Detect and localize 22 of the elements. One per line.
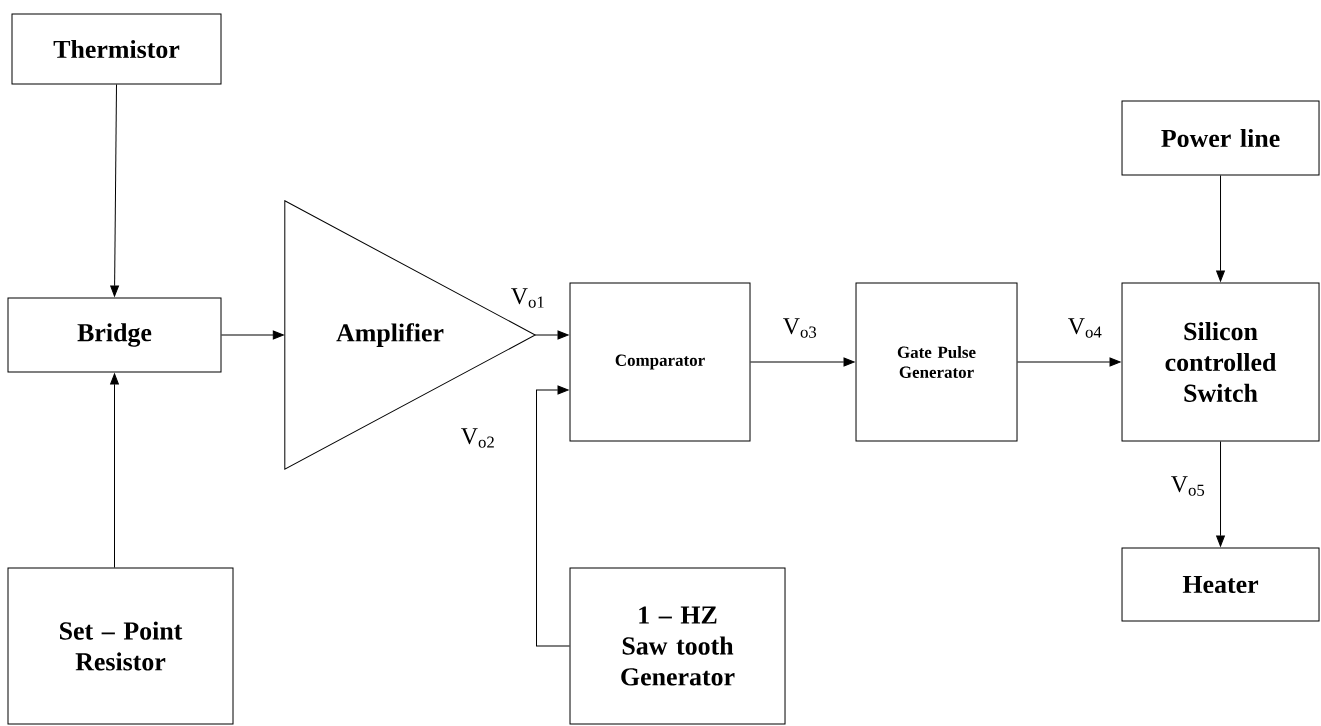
arrow <box>750 357 855 367</box>
arrow <box>1216 441 1225 547</box>
arrow <box>1017 357 1121 367</box>
block-box: Bridge <box>7 297 222 373</box>
block-box: Comparator <box>569 282 751 442</box>
edge-label: V$_{o5}$ <box>1169 475 1207 497</box>
block-box: Power line <box>1121 100 1320 176</box>
edge-label: V$_{o4}$ <box>1066 317 1104 339</box>
edge-label: V$_{o3}$ <box>781 317 819 339</box>
edge-label: V$_{o2}$ <box>459 427 497 449</box>
block-box: Thermistor <box>11 13 222 85</box>
block-box: Silicon controlled Switch <box>1121 282 1320 442</box>
block-box: Heater <box>1121 547 1320 622</box>
block-box: 1 – HZ Saw tooth Generator <box>569 567 786 725</box>
block-box: Set – Point Resistor <box>7 567 234 725</box>
block-box: Gate Pulse Generator <box>855 282 1018 442</box>
arrow <box>110 373 119 568</box>
arrow <box>221 330 284 340</box>
arrow <box>536 385 570 647</box>
arrow <box>1216 175 1225 282</box>
arrow <box>110 84 119 297</box>
arrow <box>534 330 569 340</box>
